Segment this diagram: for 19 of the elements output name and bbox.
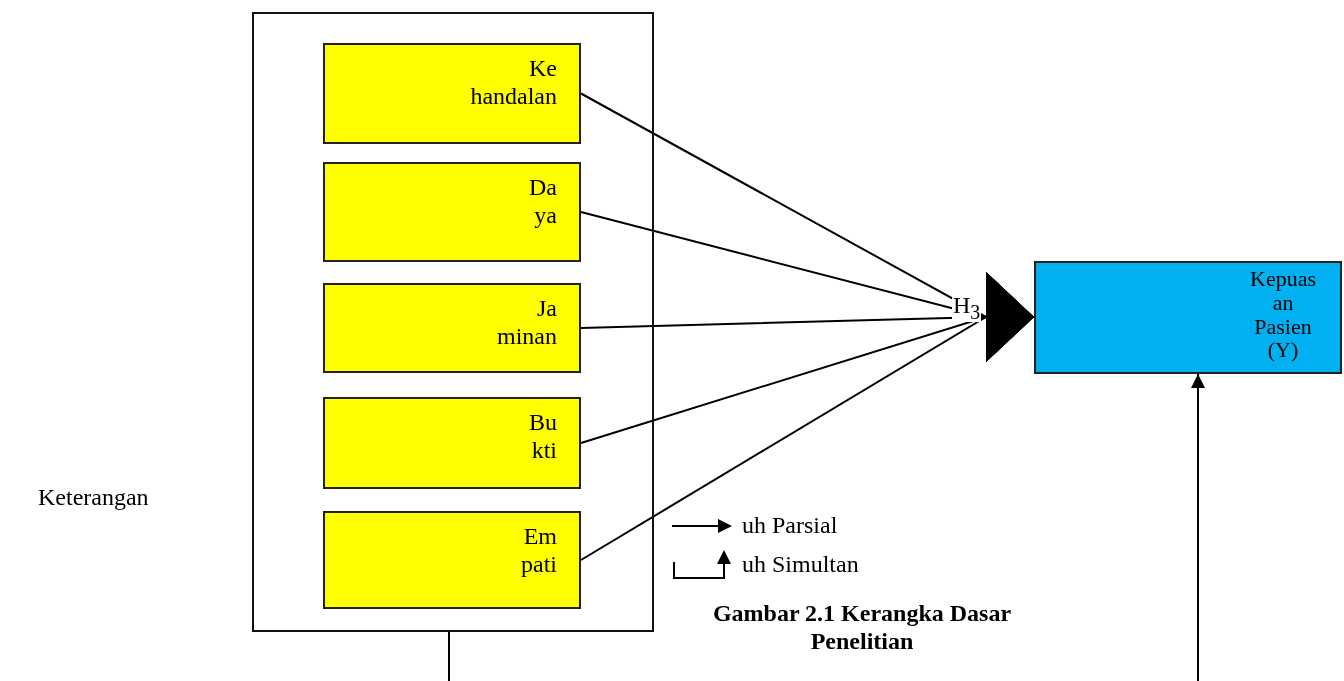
variable-box xyxy=(323,43,581,144)
box-label: Em pati xyxy=(521,523,557,579)
box-label: Da ya xyxy=(529,174,557,230)
variable-box xyxy=(323,397,581,489)
legend-text: uh Parsial xyxy=(742,512,838,540)
outer-frame xyxy=(252,12,654,632)
variable-box xyxy=(323,162,581,262)
note-text: Keterangan xyxy=(38,484,149,512)
box-label: Kepuas an Pasien (Y) xyxy=(1250,267,1316,362)
box-label: Ja minan xyxy=(497,295,557,351)
variable-box xyxy=(323,511,581,609)
legend-text: uh Simultan xyxy=(742,551,859,579)
arrow xyxy=(1191,373,1205,681)
outcome-box xyxy=(1034,261,1342,374)
variable-box xyxy=(323,283,581,373)
arrow xyxy=(580,272,1035,561)
box-label: Bu kti xyxy=(529,409,557,465)
box-label: Ke handalan xyxy=(470,55,557,111)
figure-caption: Gambar 2.1 Kerangka Dasar Penelitian xyxy=(711,600,1013,656)
